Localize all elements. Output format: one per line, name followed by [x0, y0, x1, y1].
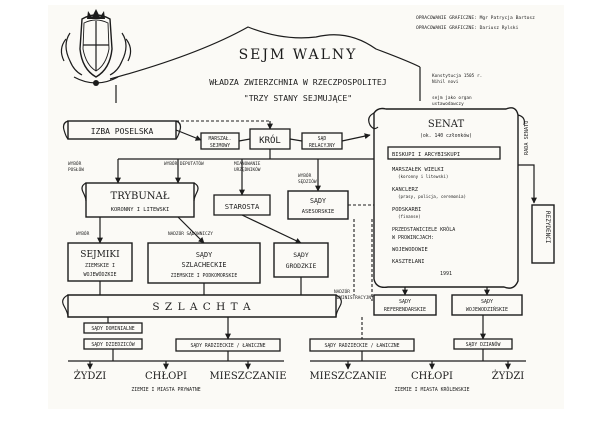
rezydenci-label: REZYDENCI [544, 211, 551, 244]
nadzor-sadowniczy: NADZÓR SĄDOWNICZY [168, 230, 213, 237]
senat-item-wojewodowie: WOJEWODOWIE [392, 247, 428, 253]
senat-sub-2: (prasy, policja, ceremonia) [398, 194, 466, 199]
subtitle-2: "TRZY STANY SEJMUJĄCE" [244, 93, 352, 103]
sady-wojewodzinskie-line-1: SĄDY [481, 299, 493, 305]
sady-referendarskie-line-1: SĄDY [399, 299, 411, 305]
sady-radzieckie-left: SĄDY RADZIECKIE / ŁAWICZNE [190, 343, 265, 349]
marszalek-sejmowy-line-2: SEJMOWY [210, 143, 230, 149]
sady-radzieckie-right: SĄDY RADZIECKIE / ŁAWICZNE [324, 343, 399, 349]
senat-sub-1: (koronny i litewski) [398, 174, 448, 179]
sejmiki-node: SEJMIKI ZIEMSKIE I WOJEWÓDZKIE [67, 242, 133, 282]
sady-dziedzicow: SĄDY DZIEDZICÓW [91, 341, 134, 348]
sady-szlacheckie-line-3: ZIEMSKIE I PODKOMORSKIE [171, 273, 238, 279]
bottom-left-zydzi: ŻYDZI [74, 370, 107, 382]
title: SEJM WALNY [239, 47, 358, 63]
sady-szlacheckie-line-2: SZLACHECKIE [181, 261, 226, 269]
senat-item-przedstawiciele: PRZEDSTAWICIELE KRÓLA [392, 226, 455, 233]
sady-szlacheckie-node: SĄDY SZLACHECKIE ZIEMSKIE I PODKOMORSKIE [147, 242, 261, 284]
note-1-line-2: Nihil novi [432, 79, 459, 85]
sady-grodzkie-line-2: GRODZKIE [286, 262, 317, 270]
izba-poselska-node: IZBA POSELSKA [62, 120, 182, 140]
krol-label: KRÓL [259, 134, 281, 146]
sejmiki-line-3: WOJEWÓDZKIE [83, 271, 116, 278]
subtitle-1: WŁADZA ZWIERZCHNIA W RZECZPOSPOLITEJ [209, 77, 386, 87]
senat-title: SENAT [428, 119, 465, 130]
sad-relacyjny-line-1: SĄD [318, 136, 327, 142]
note-1-line-1: Konstytucja 1505 r. [432, 73, 482, 79]
credit-line-1: OPRACOWANIE GRAFICZNE: Mgr Patrycja Bart… [416, 15, 535, 21]
note-2-line-1: sejm jako organ [432, 95, 472, 101]
note-2-line-2: ustawodawczy [432, 101, 464, 107]
bottom-left-caption: ZIEMIE I MIASTA PRYWATNE [131, 387, 200, 393]
nadzor-administracyjny-line-1: NADZÓR [334, 288, 350, 295]
marszalek-sejmowy-line-1: MARSZAŁ. [208, 136, 231, 142]
sad-relacyjny-line-2: RELACYJNY [309, 143, 335, 149]
credit-line-2: OPRACOWANIE GRAFICZNE: Dariusz Rylski [416, 25, 519, 31]
nadzor-administracyjny-line-2: ADMINISTRACYJNY [334, 295, 374, 301]
coat-of-arms-icon [60, 9, 132, 86]
wybor-deputatow: WYBÓR DEPUTATÓW [164, 160, 204, 167]
senat-item-kanclerz: KANCLERZ [392, 187, 419, 193]
senat-count: (ok. 140 członków) [420, 132, 472, 139]
wybor-poslow-line-2: POSŁÓW [68, 166, 84, 173]
sady-asesorskie-node: SĄDY ASESORSKIE [287, 190, 349, 220]
wybor-poslow-line-1: WYBÓR [68, 160, 82, 167]
senat-item-kasztelani: KASZTELANI [392, 259, 424, 265]
senat-item-biskupi: BISKUPI I ARCYBISKUPI [392, 152, 460, 158]
sady-asesorskie-line-1: SĄDY [310, 197, 326, 205]
szlachta-node: S Z L A C H T A [62, 294, 342, 318]
sady-grodzkie-node: SĄDY GRODZKIE [273, 242, 329, 278]
senat-sub-3: (finanse) [398, 214, 421, 219]
sady-asesorskie-line-2: ASESORSKIE [302, 209, 334, 215]
mianowanie-line-1: MIANOWANIE [234, 161, 261, 167]
bottom-right-caption: ZIEMIE I MIASTA KRÓLEWSKIE [394, 386, 469, 393]
senat-item-podskarbi: PODSKARBI [392, 207, 421, 213]
sady-dzianow: SĄDY DZIANÓW [466, 341, 501, 348]
bottom-right-zydzi: ŻYDZI [492, 370, 525, 382]
starosta-label: STAROSTA [225, 202, 260, 211]
bottom-left-mieszczanie: MIESZCZANIE [209, 371, 286, 382]
trybunal-line-2: KORONNY I LITEWSKI [111, 207, 169, 213]
wybor-label: WYBÓR [76, 230, 90, 237]
sejmiki-line-2: ZIEMSKIE I [85, 263, 115, 269]
izba-poselska-label: IZBA POSELSKA [91, 127, 154, 136]
sady-wojewodzinskie-line-2: WOJEWODZIŃSKIE [466, 306, 508, 313]
senat-year: 1991 [440, 271, 452, 277]
senat-item-w-prowincjach: W PROWINCJACH: [392, 235, 434, 241]
sady-referendarskie-line-2: REFERENDARSKIE [384, 307, 426, 313]
bottom-right-chlopi: CHŁOPI [411, 371, 453, 382]
wybor-sedziow-line-1: WYBÓR [298, 172, 312, 179]
trybunal-line-1: TRYBUNAŁ [111, 191, 170, 202]
bottom-left-chlopi: CHŁOPI [145, 371, 187, 382]
sady-wojewodzinskie-node: SĄDY WOJEWODZIŃSKIE [451, 294, 523, 316]
diagram-page: OPRACOWANIE GRAFICZNE: Mgr Patrycja Bart… [48, 5, 564, 409]
mianowanie-line-2: URZĘDNIKÓW [234, 166, 261, 173]
senat-item-marszalek: MARSZAŁEK WIELKI [392, 167, 444, 173]
wybor-sedziow-line-2: SĘDZIÓW [298, 178, 317, 185]
rada-senatu: RADA SENATU [524, 121, 530, 155]
sejmiki-line-1: SEJMIKI [80, 250, 120, 260]
rezydenci-node: REZYDENCI [531, 204, 555, 264]
sady-grodzkie-line-1: SĄDY [293, 251, 309, 259]
bottom-right-mieszczanie: MIESZCZANIE [309, 371, 386, 382]
sady-referendarskie-node: SĄDY REFERENDARSKIE [373, 294, 437, 316]
sady-szlacheckie-line-1: SĄDY [196, 251, 212, 259]
sejm-diagram: OPRACOWANIE GRAFICZNE: Mgr Patrycja Bart… [60, 9, 555, 393]
senat-node: SENAT (ok. 140 członków) BISKUPI I ARCYB… [368, 107, 525, 289]
szlachta-label: S Z L A C H T A [152, 301, 251, 313]
trybunal-node: TRYBUNAŁ KORONNY I LITEWSKI [81, 182, 199, 218]
sady-dominialne: SĄDY DOMINIALNE [91, 326, 134, 332]
